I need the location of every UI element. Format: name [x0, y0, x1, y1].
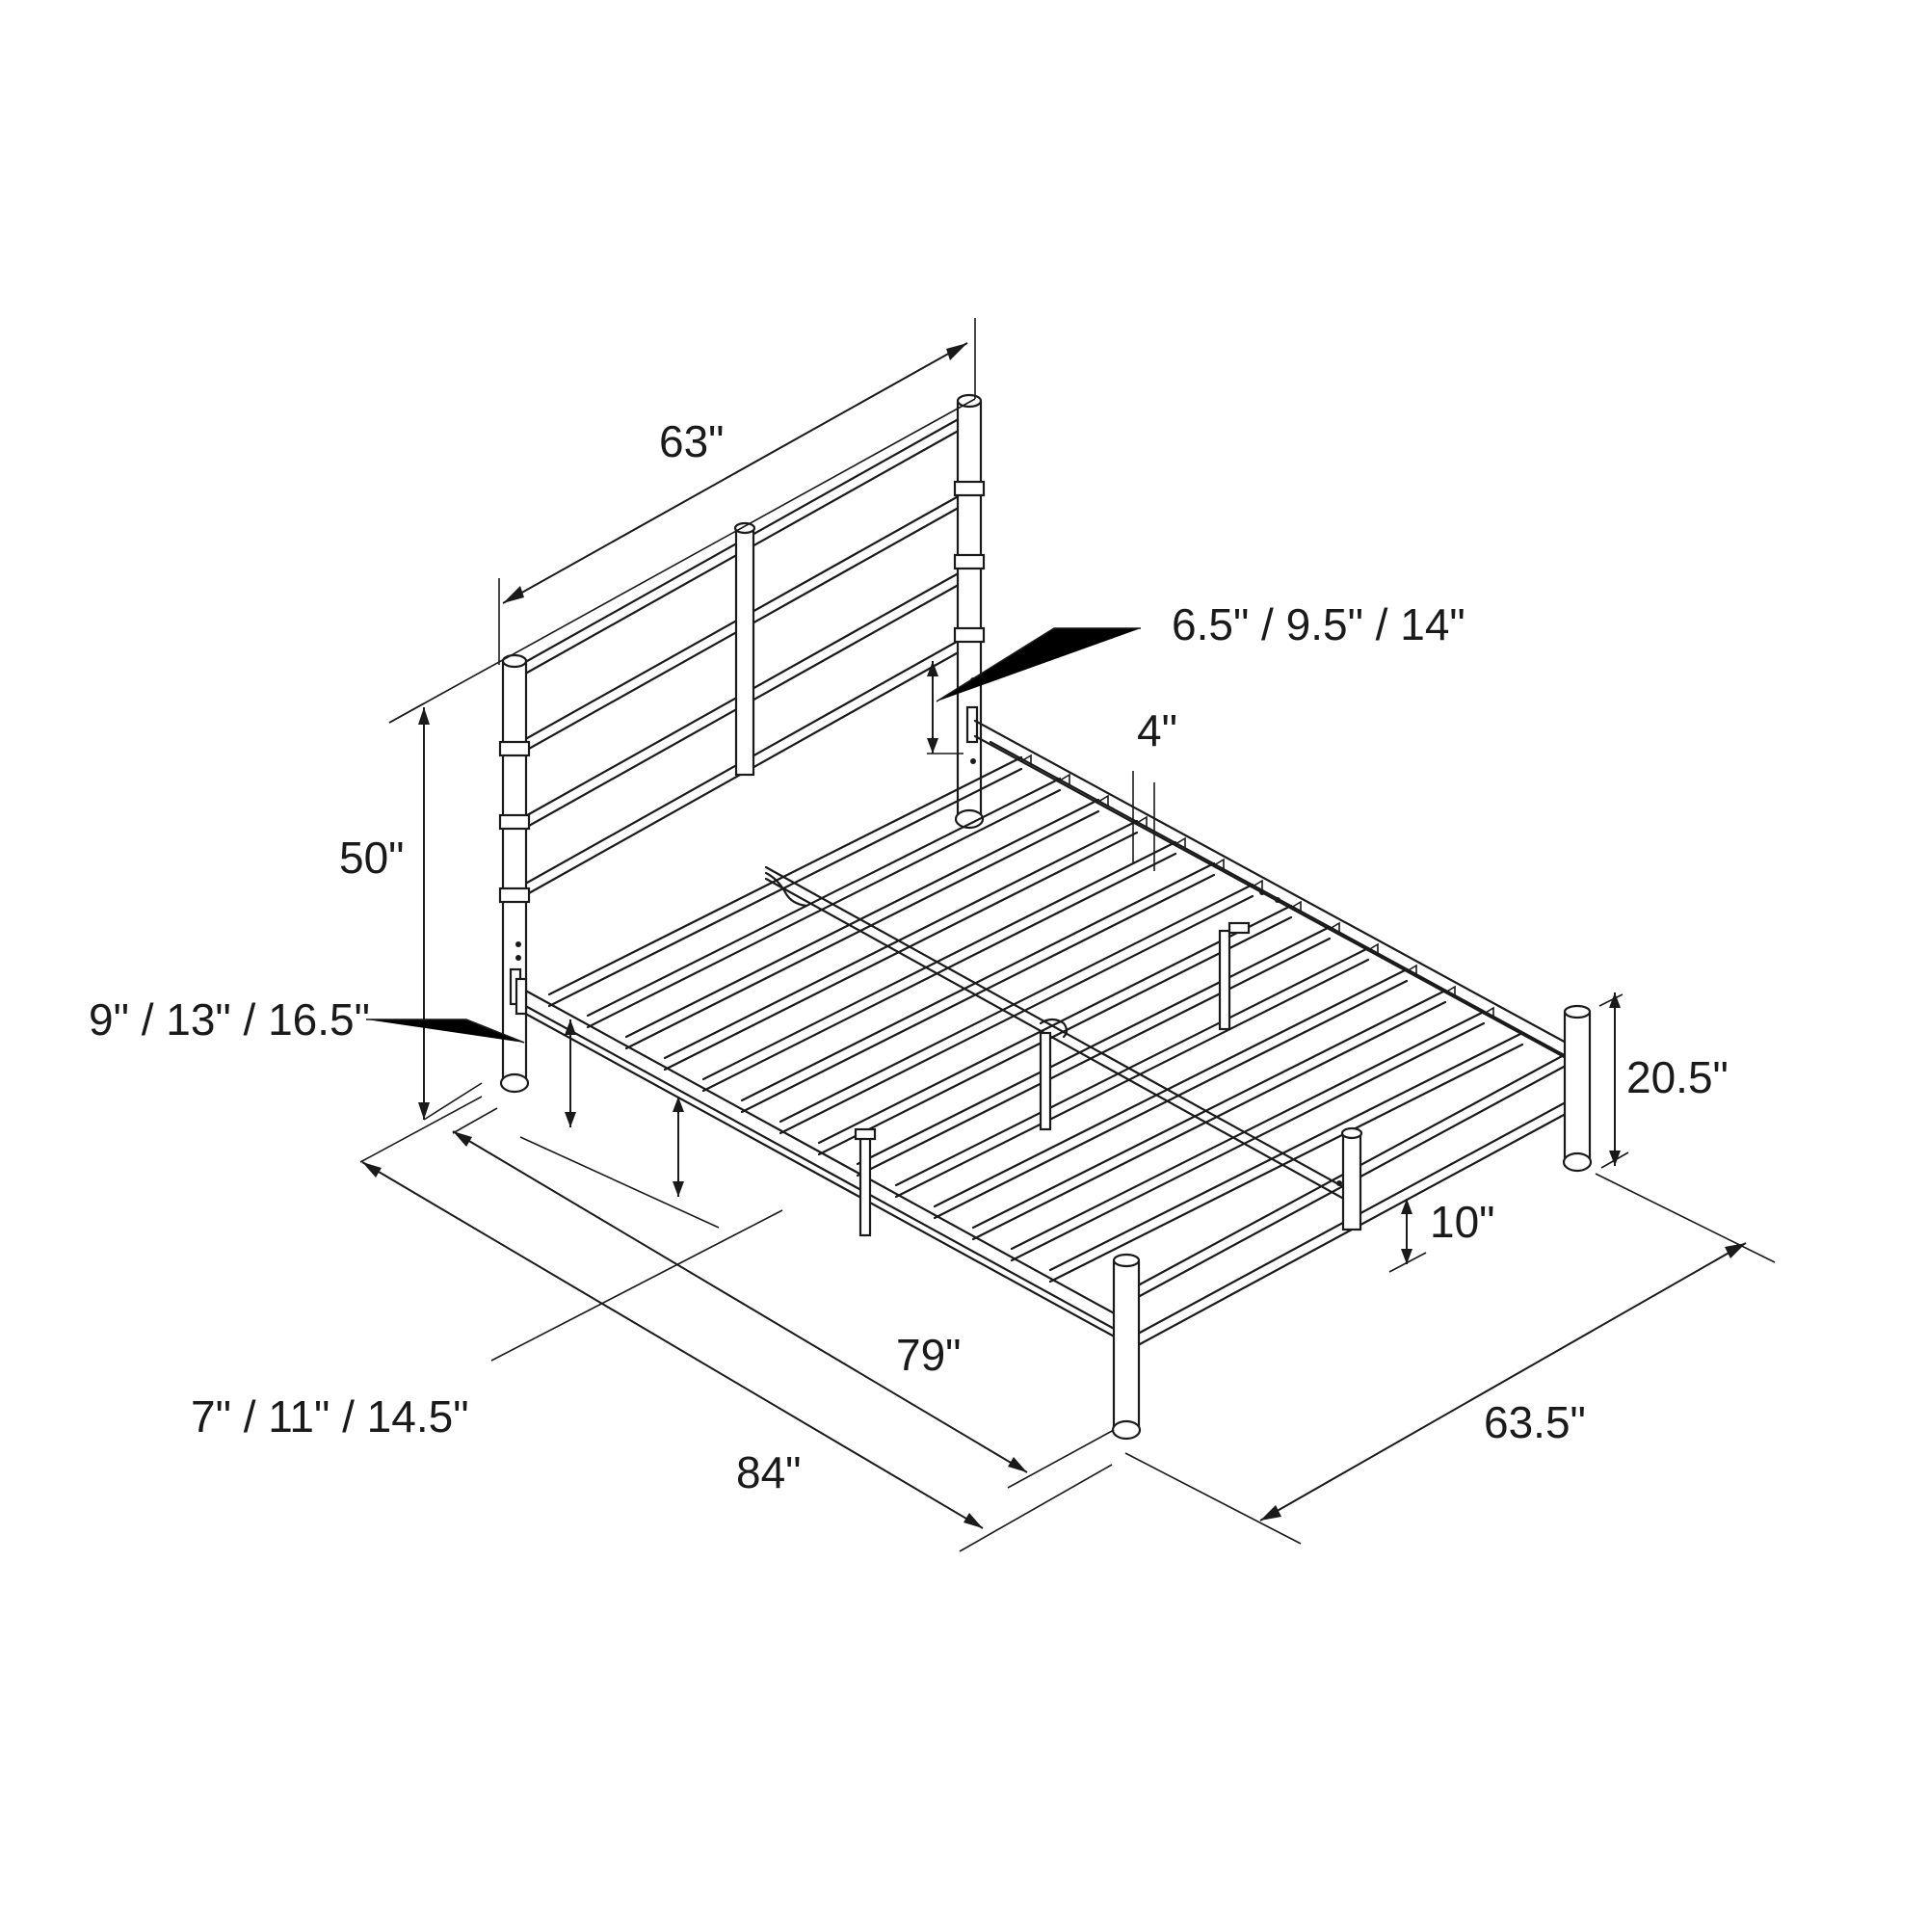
label-inner-length: 79"	[896, 1330, 962, 1380]
label-underbed-clearance: 7" / 11" / 14.5"	[191, 1391, 469, 1442]
headboard-right-post	[953, 393, 986, 830]
label-headboard-width: 63"	[659, 416, 725, 466]
label-overall-width: 63.5"	[1484, 1397, 1586, 1447]
label-overall-length: 84"	[736, 1447, 802, 1497]
center-support-rail	[764, 865, 1351, 1204]
label-headboard-clearance: 6.5" / 9.5" / 14"	[1172, 599, 1465, 649]
dimension-lines	[359, 318, 1776, 1552]
label-slat-spacing: 4"	[1137, 705, 1177, 755]
slats	[547, 755, 1524, 1284]
label-headboard-height: 50"	[339, 833, 405, 883]
left-side-rail	[515, 977, 1120, 1340]
right-side-rail	[973, 719, 1582, 1068]
headboard-left-post	[498, 653, 531, 1094]
label-side-rail-clearance: 9" / 13" / 16.5"	[89, 994, 370, 1045]
support-legs	[854, 921, 1251, 1237]
footboard	[1111, 1004, 1593, 1441]
label-footboard-height: 20.5"	[1626, 1052, 1729, 1102]
dimension-labels: 63" 50" 6.5" / 9.5" / 14" 4" 9" / 13" / …	[89, 416, 1729, 1497]
headboard-center-post	[733, 521, 756, 777]
label-footboard-clearance: 10"	[1430, 1197, 1495, 1247]
headboard	[498, 393, 986, 1094]
